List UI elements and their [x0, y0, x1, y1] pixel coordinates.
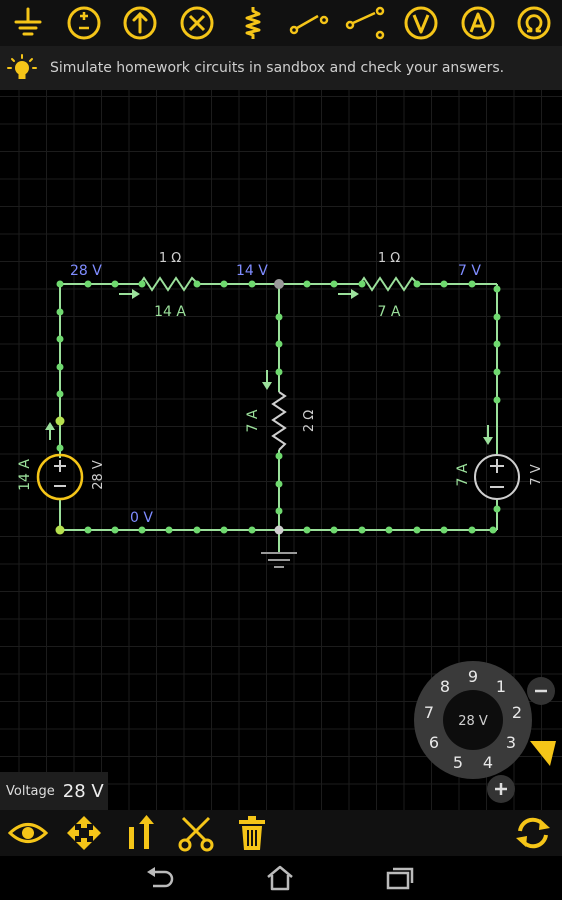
component-toolbar — [0, 0, 562, 46]
cut-button[interactable] — [171, 810, 221, 856]
node-voltage-bottom: 0 V — [130, 510, 153, 526]
action-bar — [0, 810, 562, 856]
dial-digit-4[interactable]: 4 — [483, 753, 493, 772]
current-arrows — [45, 289, 493, 445]
dial-pointer-icon — [530, 741, 556, 766]
r3-current-label: 7 A — [245, 409, 261, 432]
minus-icon — [535, 689, 547, 693]
dial-digit-2[interactable]: 2 — [512, 703, 522, 722]
switch-spdt-icon — [345, 6, 385, 40]
ammeter-tool-button[interactable] — [455, 0, 501, 46]
dial-digit-8[interactable]: 8 — [440, 677, 450, 696]
voltage-panel: Voltage 28 V — [0, 772, 108, 810]
dial-digit-5[interactable]: 5 — [453, 753, 463, 772]
home-button[interactable] — [250, 856, 310, 900]
dial-digit-6[interactable]: 6 — [429, 733, 439, 752]
plus-icon — [495, 783, 507, 795]
increment-button[interactable] — [487, 775, 515, 803]
dc-voltage-source-icon — [67, 6, 101, 40]
vsource-voltage-label: 28 V — [91, 460, 106, 490]
r2-resistance-label: 1 Ω — [378, 251, 400, 266]
current-source[interactable] — [474, 454, 520, 500]
voltmeter-tool-button[interactable] — [398, 0, 444, 46]
r1-resistance-label: 1 Ω — [159, 251, 181, 266]
voltmeter-icon — [404, 6, 438, 40]
csource-current-label: 7 A — [455, 463, 471, 486]
ohmmeter-icon — [517, 6, 551, 40]
recent-apps-icon — [386, 867, 414, 890]
voltage-value: 28 V — [62, 780, 104, 802]
home-icon — [267, 865, 293, 891]
r3-resistance-label: 2 Ω — [302, 410, 317, 432]
spdt-switch-tool-button[interactable] — [342, 0, 388, 46]
node-voltage-top-mid: 14 V — [236, 263, 268, 279]
lamp-icon — [180, 6, 214, 40]
switch-tool-button[interactable] — [286, 0, 332, 46]
flip-icon — [129, 815, 154, 849]
ground-icon — [14, 7, 42, 36]
rotate-button[interactable] — [59, 810, 109, 856]
dial-digit-7[interactable]: 7 — [424, 703, 434, 722]
node-voltage-top-left: 28 V — [70, 263, 102, 279]
resistor-icon — [245, 7, 261, 39]
ammeter-icon — [461, 6, 495, 40]
decrement-button[interactable] — [527, 677, 555, 705]
back-icon — [147, 867, 174, 888]
dial-center-value: 28 V — [458, 714, 488, 729]
delete-button[interactable] — [227, 810, 277, 856]
circuit-diagram: 28 V 14 V 7 V 0 V 1 Ω 14 A 1 Ω 7 A 7 A 2… — [17, 251, 544, 568]
eye-icon — [8, 823, 48, 843]
current-source-icon — [123, 6, 157, 40]
lightbulb-icon — [0, 46, 44, 90]
wire-nodes — [55, 279, 501, 535]
resistor-r3[interactable] — [271, 391, 287, 451]
back-button[interactable] — [130, 856, 190, 900]
voltage-label: Voltage — [6, 783, 55, 799]
hint-bar: Simulate homework circuits in sandbox an… — [0, 46, 562, 90]
refresh-icon — [516, 817, 550, 849]
vsource-current-label: 14 A — [17, 459, 33, 491]
lamp-tool-button[interactable] — [174, 0, 220, 46]
resistor-r2[interactable] — [359, 276, 419, 292]
system-nav-bar — [0, 856, 562, 900]
ohmmeter-tool-button[interactable] — [511, 0, 557, 46]
hint-text: Simulate homework circuits in sandbox an… — [50, 60, 505, 76]
refresh-button[interactable] — [508, 810, 558, 856]
dial-digit-1[interactable]: 1 — [496, 677, 506, 696]
value-dial[interactable]: 28 V 9 1 2 3 4 5 6 7 8 — [413, 660, 533, 780]
current-source-tool-button[interactable] — [117, 0, 163, 46]
dial-digit-9[interactable]: 9 — [468, 667, 478, 686]
flip-button[interactable] — [115, 810, 165, 856]
trash-icon — [239, 816, 265, 850]
resistor-tool-button[interactable] — [230, 0, 276, 46]
r1-current-label: 14 A — [154, 304, 186, 320]
csource-voltage-label: 7 V — [529, 464, 544, 485]
cut-icon — [178, 816, 214, 852]
resistor-r1[interactable] — [139, 276, 199, 292]
circuit-canvas[interactable]: 28 V 14 V 7 V 0 V 1 Ω 14 A 1 Ω 7 A 7 A 2… — [0, 90, 562, 810]
dial-digit-3[interactable]: 3 — [506, 733, 516, 752]
switch-open-icon — [289, 14, 329, 35]
ground-tool-button[interactable] — [5, 0, 51, 46]
r2-current-label: 7 A — [378, 304, 401, 320]
ground-symbol — [261, 552, 297, 568]
voltage-source-tool-button[interactable] — [61, 0, 107, 46]
rotate-icon — [67, 816, 101, 850]
node-voltage-top-right: 7 V — [458, 263, 481, 279]
view-toggle-button[interactable] — [3, 810, 53, 856]
recent-apps-button[interactable] — [370, 856, 430, 900]
voltage-source[interactable] — [36, 453, 84, 501]
